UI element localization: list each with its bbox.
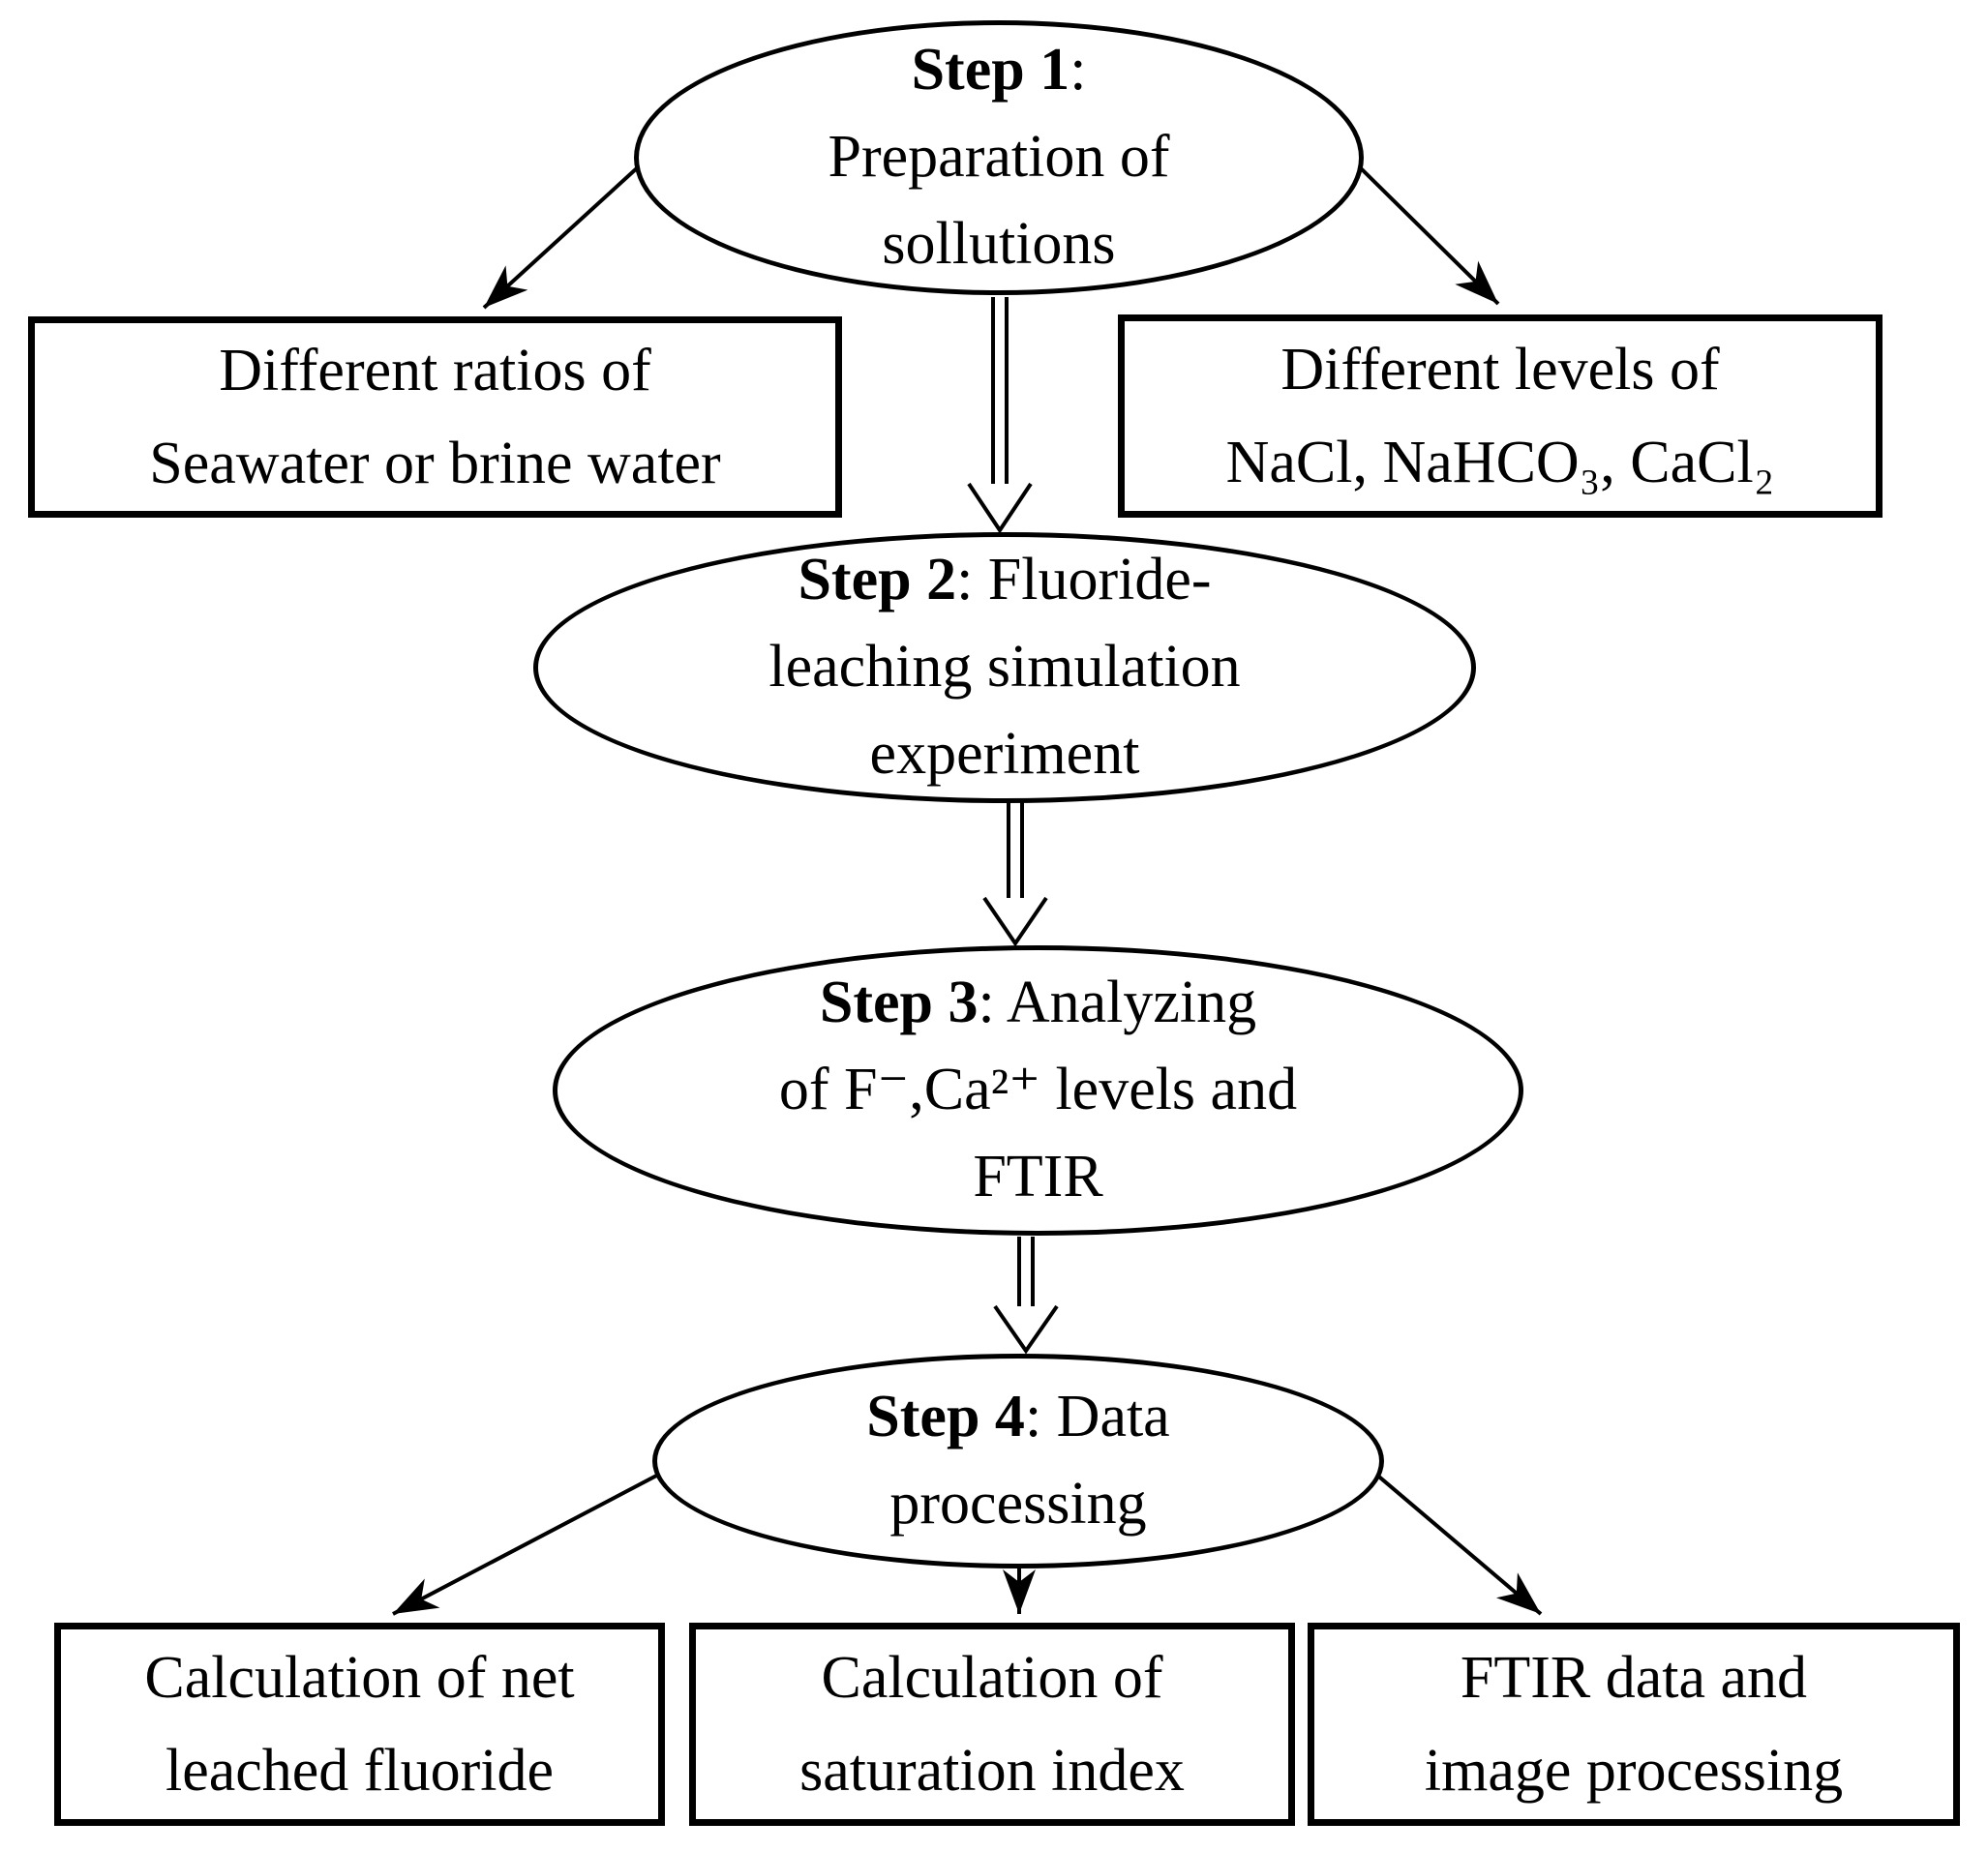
saturation-index-box: Calculation of saturation index (689, 1623, 1295, 1826)
arrow-step4-to-ftir-box (1372, 1471, 1543, 1616)
seawater-ratios-box: Different ratios of Seawater or brine wa… (28, 316, 842, 518)
step3-ellipse: Step 3: Analyzing of F⁻,Ca²⁺ levels and … (553, 945, 1523, 1236)
arrow-step1-to-step2 (967, 297, 1033, 534)
saturation-index-line1: Calculation of (821, 1644, 1163, 1711)
ftir-processing-line2: image processing (1424, 1738, 1844, 1804)
arrow-step1-to-seawater-box (482, 164, 641, 310)
ftir-processing-box: FTIR data and image processing (1308, 1623, 1960, 1826)
salt-levels-line2: NaCl, NaHCO₃, CaCl₂ (1225, 430, 1775, 495)
step4-line1: Step 4: Data (866, 1384, 1170, 1450)
arrow-step1-to-salts-box (1357, 164, 1500, 306)
step1-line3: sollutions (882, 210, 1116, 277)
step3-line2: of F⁻,Ca²⁺ levels and (778, 1057, 1298, 1123)
step1-line1: Step 1: (911, 37, 1087, 104)
step2-line1: Step 2: Fluoride- (798, 547, 1212, 613)
salt-levels-box: Different levels of NaCl, NaHCO₃, CaCl₂ (1118, 314, 1883, 518)
net-fluoride-box: Calculation of net leached fluoride (54, 1623, 665, 1826)
saturation-index-line2: saturation index (799, 1738, 1185, 1804)
step1-line2: Preparation of (828, 124, 1170, 191)
ftir-processing-line1: FTIR data and (1460, 1644, 1808, 1711)
step2-line2: leaching simulation (768, 634, 1241, 701)
step2-ellipse: Step 2: Fluoride- leaching simulation ex… (533, 532, 1476, 803)
step4-ellipse: Step 4: Data processing (652, 1354, 1384, 1568)
step3-line1: Step 3: Analyzing (819, 970, 1257, 1036)
net-fluoride-line1: Calculation of net (144, 1644, 575, 1711)
step3-line3: FTIR (973, 1143, 1103, 1210)
seawater-ratios-line2: Seawater or brine water (149, 431, 721, 496)
arrow-step4-to-net-fluoride-box (392, 1471, 663, 1616)
net-fluoride-line2: leached fluoride (165, 1738, 555, 1804)
seawater-ratios-line1: Different ratios of (219, 337, 651, 403)
arrow-step2-to-step3 (982, 801, 1048, 947)
step4-line2: processing (889, 1471, 1147, 1537)
step1-ellipse: Step 1: Preparation of sollutions (634, 20, 1364, 295)
salt-levels-line1: Different levels of (1280, 336, 1720, 403)
arrow-step3-to-step4 (993, 1237, 1059, 1355)
step2-line3: experiment (869, 720, 1140, 787)
